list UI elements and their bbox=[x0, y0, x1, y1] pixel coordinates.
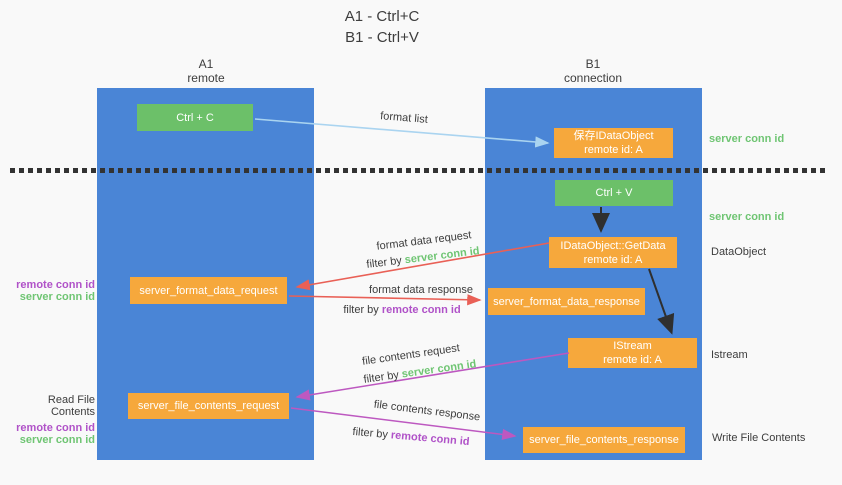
annotation-file-conn-ids: Read File Contents remote conn id server… bbox=[3, 394, 95, 446]
node-istream: IStream remote id: A bbox=[568, 338, 697, 368]
lane-b1-subtitle: connection bbox=[563, 71, 623, 85]
lane-a1-subtitle: remote bbox=[187, 71, 225, 85]
title-line-2: B1 - Ctrl+V bbox=[345, 29, 419, 46]
annotation-server-conn-id-format: server conn id bbox=[19, 291, 95, 303]
arrow-format-list bbox=[254, 118, 550, 148]
node-ctrl-v-label: Ctrl + V bbox=[595, 187, 633, 199]
node-istream-line2: remote id: A bbox=[603, 354, 662, 366]
label-filter-format-response: filter by remote conn id bbox=[343, 304, 460, 316]
title-line-1: A1 - Ctrl+C bbox=[344, 8, 420, 25]
annotation-write-file-contents: Write File Contents bbox=[712, 432, 806, 444]
node-file-request-label: server_file_contents_request bbox=[137, 400, 280, 412]
lane-a1-title: A1 bbox=[198, 57, 214, 71]
node-getdata-line1: IDataObject::GetData bbox=[560, 239, 666, 252]
node-file-response: server_file_contents_response bbox=[523, 427, 685, 453]
node-format-response-label: server_format_data_response bbox=[493, 295, 640, 308]
node-file-response-label: server_file_contents_response bbox=[529, 434, 679, 446]
node-getdata-line2: remote id: A bbox=[583, 253, 643, 266]
node-save-idataobject: 保存IDataObject remote id: A bbox=[554, 128, 673, 158]
annotation-dataobject: DataObject bbox=[711, 246, 767, 258]
lane-header-a1: A1 remote bbox=[146, 57, 266, 85]
node-format-response: server_format_data_response bbox=[488, 288, 645, 315]
annotation-server-conn-id-mid: server conn id bbox=[709, 211, 785, 223]
node-ctrl-c-label: Ctrl + C bbox=[176, 111, 214, 124]
arrow-file-contents-request bbox=[295, 352, 570, 401]
filter-by-text: filter by bbox=[343, 304, 382, 316]
annotation-istream: Istream bbox=[711, 349, 748, 361]
dotted-separator bbox=[10, 168, 828, 173]
node-ctrl-c: Ctrl + C bbox=[137, 104, 253, 131]
annotation-server-conn-id-file: server conn id bbox=[19, 434, 95, 446]
node-format-request: server_format_data_request bbox=[130, 277, 287, 304]
node-file-request: server_file_contents_request bbox=[128, 393, 289, 419]
arrow-format-data-response bbox=[288, 294, 482, 306]
arrow-getdata-to-istream bbox=[648, 268, 675, 335]
node-format-request-label: server_format_data_request bbox=[139, 284, 278, 297]
node-ctrl-v: Ctrl + V bbox=[555, 180, 673, 206]
lane-b1-title: B1 bbox=[585, 57, 601, 71]
lane-header-b1: B1 connection bbox=[533, 57, 653, 85]
arrow-format-data-request bbox=[295, 242, 550, 291]
annotation-read-file-contents: Read File Contents bbox=[47, 394, 95, 418]
annotation-remote-conn-id-format: remote conn id bbox=[16, 279, 95, 291]
annotation-server-conn-id-top: server conn id bbox=[709, 133, 785, 145]
node-save-idataobject-line2: remote id: A bbox=[584, 144, 643, 156]
node-save-idataobject-line1: 保存IDataObject bbox=[573, 130, 654, 142]
annotation-format-conn-ids: remote conn id server conn id bbox=[3, 279, 95, 303]
node-istream-line1: IStream bbox=[613, 340, 652, 352]
arrow-file-contents-response bbox=[290, 407, 517, 440]
label-format-data-response: format data response bbox=[369, 284, 473, 296]
remote-conn-id-text: remote conn id bbox=[381, 304, 461, 316]
diagram-title: A1 - Ctrl+C B1 - Ctrl+V bbox=[282, 6, 482, 48]
node-getdata: IDataObject::GetData remote id: A bbox=[549, 237, 677, 268]
annotation-remote-conn-id-file: remote conn id bbox=[16, 422, 95, 434]
